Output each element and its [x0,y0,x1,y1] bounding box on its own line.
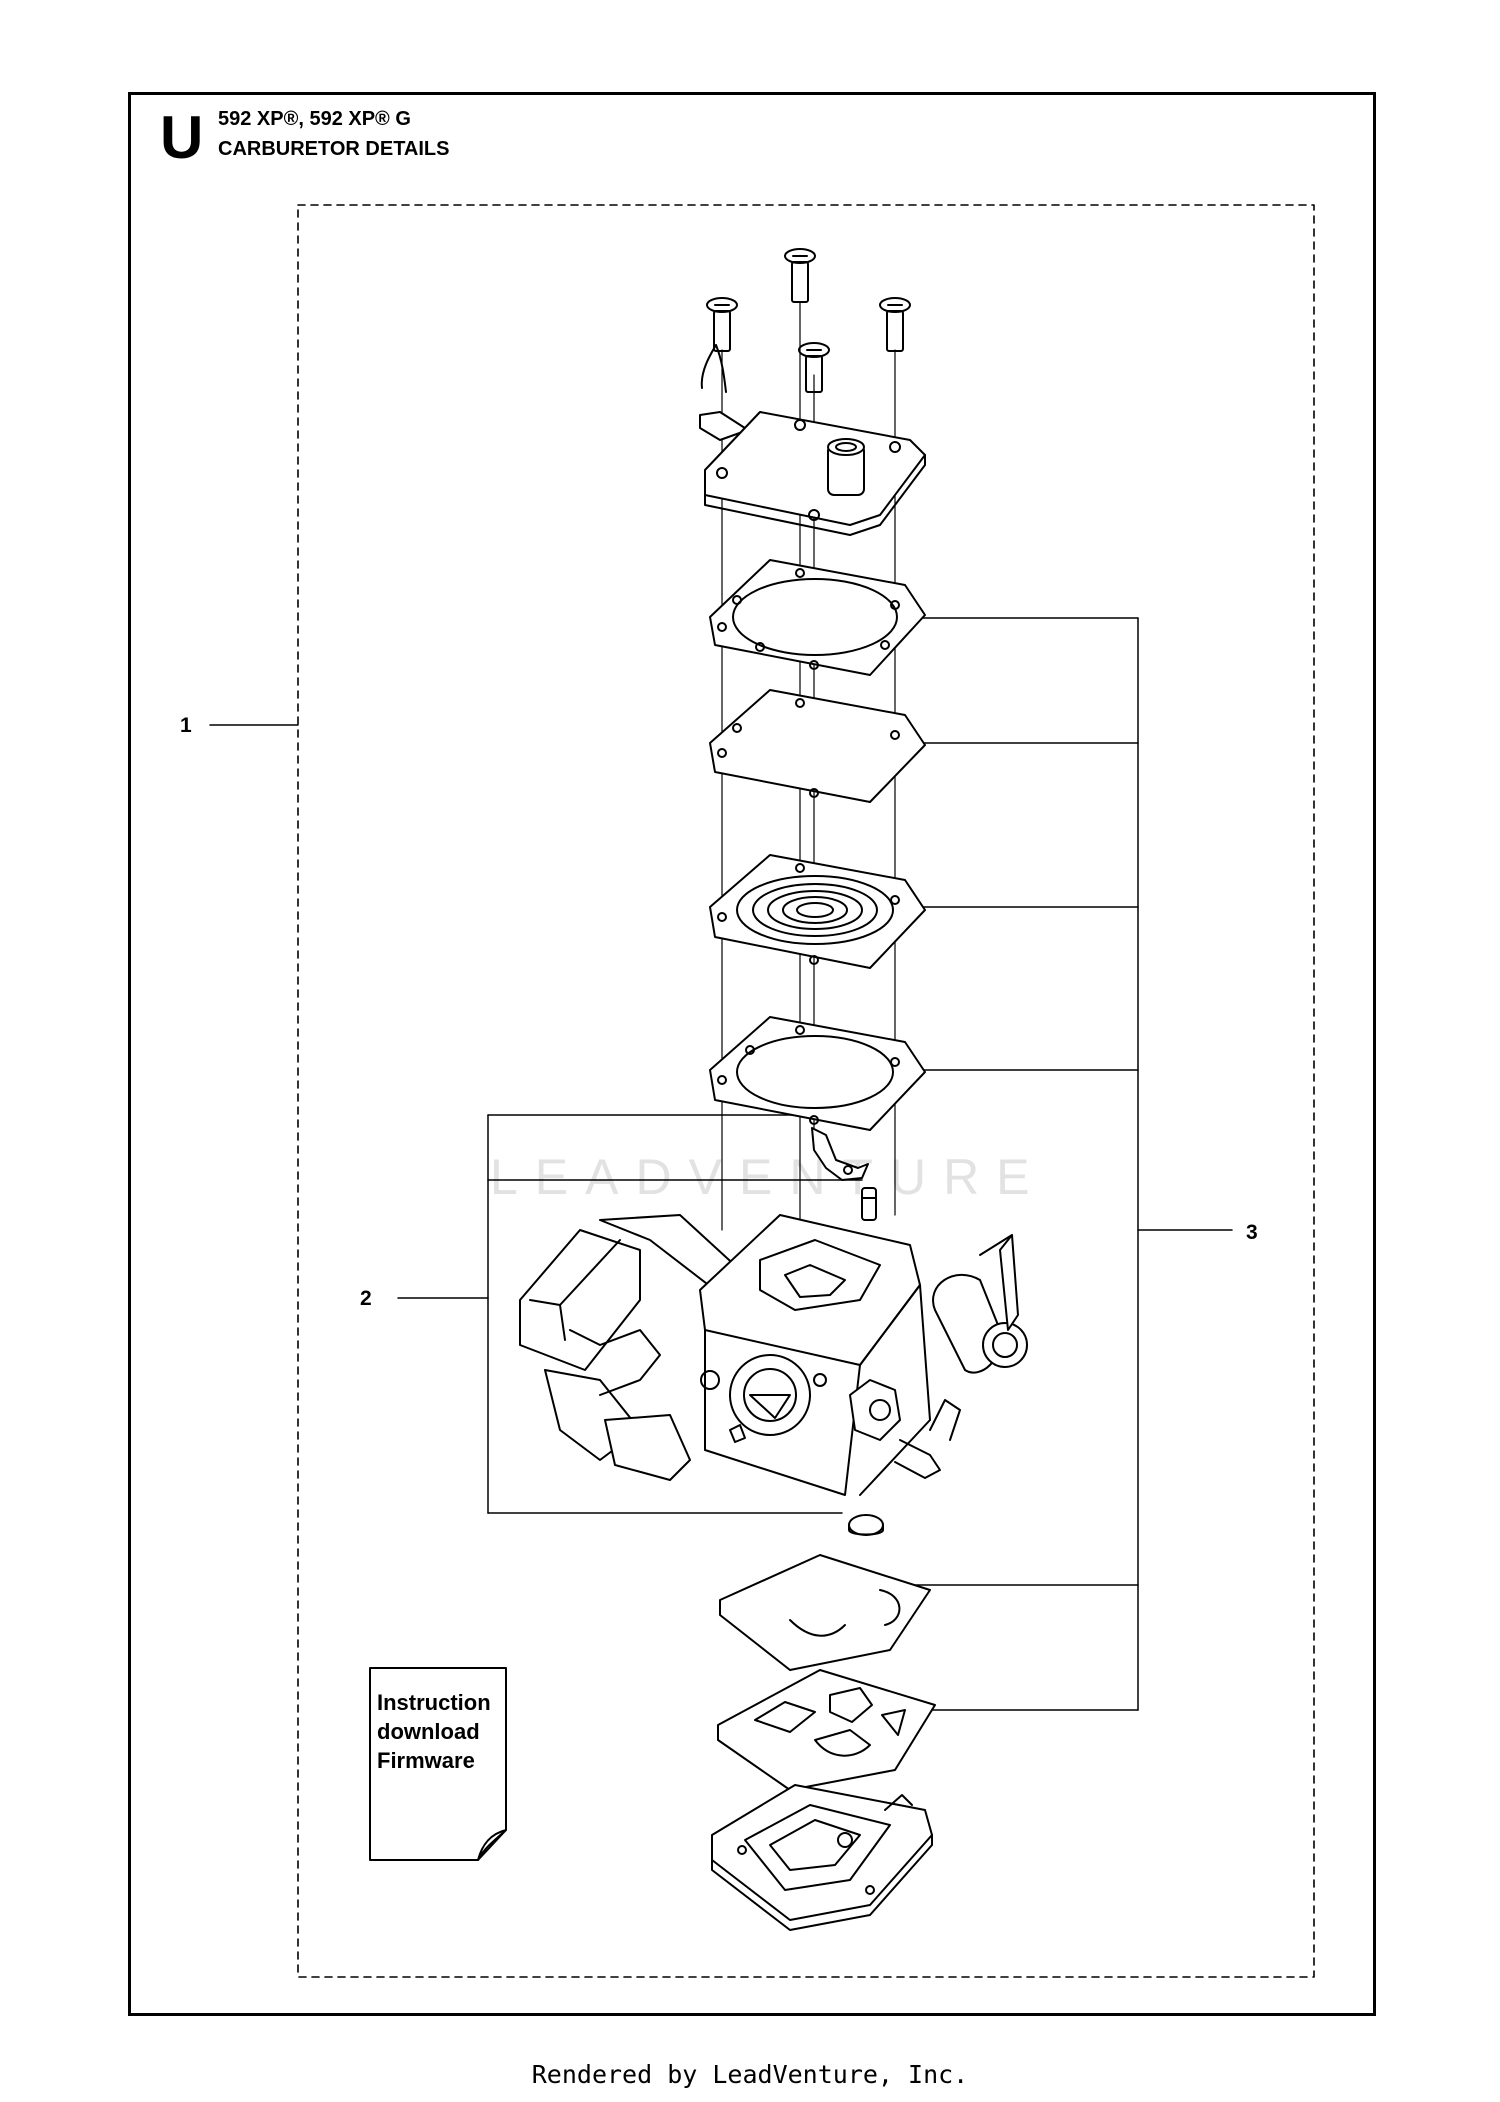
pump-cover [699,344,926,536]
model-title: 592 XP®, 592 XP® G [218,108,411,130]
leader-lines [209,301,1233,1711]
screw-right [879,297,911,352]
diaphragm-plain [709,689,926,803]
section-title: CARBURETOR DETAILS [218,138,450,160]
screw-top-center [784,248,816,303]
metering-diaphragm [709,854,926,969]
note-line: Instruction [377,1690,491,1715]
inlet-needle [861,1187,877,1221]
gasket-1 [709,559,926,676]
instruction-note: Instruction download Firmware [377,1688,491,1775]
screw-left [706,297,738,352]
section-letter: U [160,104,204,171]
footer-credit: Rendered by LeadVenture, Inc. [531,2060,969,2089]
needle-lever [811,1127,869,1181]
instruction-note-document [369,1667,507,1861]
welch-plug [848,1514,884,1536]
callout-2: 2 [360,1287,372,1310]
pump-base [711,1784,933,1931]
assembly-boundary [297,204,1315,1978]
carburetor-body [519,1214,1028,1496]
note-line: Firmware [377,1748,475,1773]
callout-1: 1 [180,714,192,737]
gasket-2 [709,1016,926,1131]
callout-3: 3 [1246,1221,1258,1244]
watermark-text: LEADVENTURE [490,1149,1047,1205]
screw-center [798,342,830,393]
pump-gasket [719,1554,931,1671]
diagram-frame [128,92,1376,2016]
pump-diaphragm-plate [717,1669,936,1791]
note-line: download [377,1719,480,1744]
